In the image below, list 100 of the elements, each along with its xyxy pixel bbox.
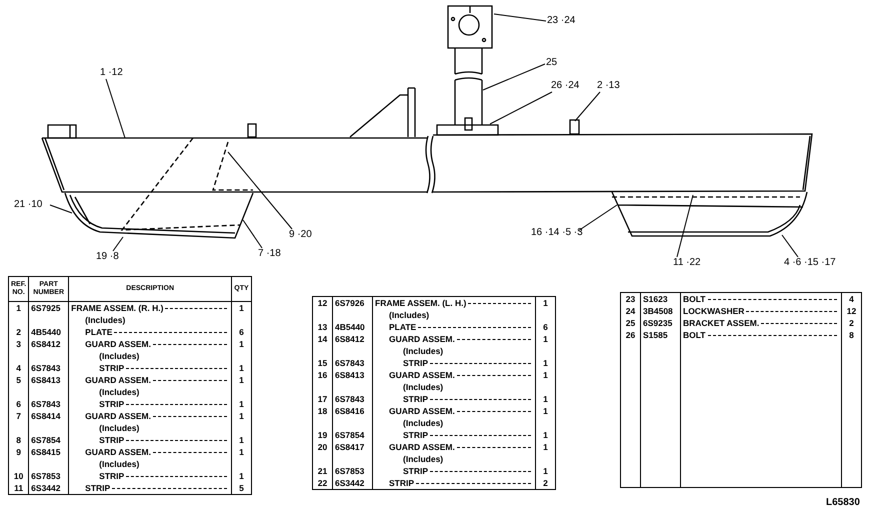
callout-number: 9 ·20 [289,229,312,241]
quantity: 1 [536,429,556,441]
part-number: 6S8413 [332,369,372,381]
part-number: 6S7843 [332,393,372,405]
quantity: 1 [536,296,556,309]
part-number: S1623 [640,292,680,305]
part-description: STRIP [403,465,428,477]
part-description: GUARD ASSEM. [389,369,455,381]
description-note: (Includes) [403,381,444,393]
reference-number: 7 [8,410,29,422]
part-number: 6S8414 [28,410,69,422]
part-number: 6S8413 [28,374,69,386]
quantity: 6 [536,321,556,333]
quantity: 1 [536,333,556,345]
quantity: 1 [536,441,556,453]
reference-number: 10 [8,470,29,482]
part-description: PLATE [389,321,416,333]
part-description: STRIP [403,357,428,369]
part-number: 6S7853 [332,465,372,477]
part-description: STRIP [403,429,428,441]
part-number: 4B5440 [28,326,69,338]
reference-number: 21 [312,465,332,477]
reference-number: 17 [312,393,332,405]
leader-line [578,204,618,232]
part-number: 6S7843 [28,362,69,374]
quantity: 1 [232,446,252,458]
part-description: BOLT [683,293,706,305]
quantity: 1 [232,410,252,422]
part-description: STRIP [99,362,124,374]
reference-number: 14 [312,333,332,345]
reference-number: 16 [312,369,332,381]
callout-number: 2 ·13 [597,80,620,92]
reference-number: 11 [8,482,29,494]
reference-number: 23 [620,292,640,305]
reference-number: 1 [8,302,29,314]
part-number: 6S3442 [28,482,69,494]
reference-number: 22 [312,477,332,490]
reference-number: 13 [312,321,332,333]
description-note: (Includes) [99,350,140,362]
part-number: 6S7853 [28,470,69,482]
quantity: 8 [842,329,862,341]
quantity: 1 [536,465,556,477]
callout-number: 7 ·18 [258,248,281,260]
description-note: (Includes) [99,386,140,398]
reference-number: 20 [312,441,332,453]
quantity: 1 [232,302,252,314]
part-number: 6S8412 [332,333,372,345]
leader-line [676,194,694,258]
quantity: 1 [232,470,252,482]
part-description: STRIP [389,477,414,489]
callout-number: 16 ·14 ·5 ·3 [531,227,583,239]
leader-line [494,14,546,22]
callout-number: 19 ·8 [96,251,119,263]
part-number: 6S7854 [28,434,69,446]
leader-line [574,92,600,122]
part-description: STRIP [99,434,124,446]
part-number: 3B4508 [640,305,680,317]
part-number: 6S9235 [640,317,680,329]
part-number: 6S8416 [332,405,372,417]
part-description: BOLT [683,329,706,341]
reference-number: 5 [8,374,29,386]
callout-number: 23 ·24 [547,15,576,27]
leader-line [782,234,798,258]
description-note: (Includes) [403,453,444,465]
part-description: FRAME ASSEM. (L. H.) [375,297,466,309]
callout-number: 26 ·24 [551,80,580,92]
reference-number: 9 [8,446,29,458]
reference-number: 26 [620,329,640,341]
quantity: 1 [536,405,556,417]
leader-line [50,204,72,214]
description-note: (Includes) [389,309,430,321]
description-note: (Includes) [99,422,140,434]
quantity: 6 [232,326,252,338]
part-description: BRACKET ASSEM. [683,317,760,329]
callout-number: 21 ·10 [14,199,42,211]
part-number: 6S7854 [332,429,372,441]
leader-line [106,78,126,138]
reference-number: 25 [620,317,640,329]
part-number: 6S7926 [332,296,372,309]
reference-number: 2 [8,326,29,338]
leader-line [490,92,552,124]
quantity: 1 [232,398,252,410]
part-description: PLATE [85,326,112,338]
part-number: 6S8412 [28,338,69,350]
leader-line [228,152,292,230]
part-description: STRIP [99,398,124,410]
quantity: 2 [536,477,556,490]
part-description: GUARD ASSEM. [85,446,151,458]
part-description: GUARD ASSEM. [389,333,455,345]
part-description: GUARD ASSEM. [389,441,455,453]
callout-number: 4 ·6 ·15 ·17 [784,257,836,269]
part-description: GUARD ASSEM. [85,410,151,422]
part-number: 6S7925 [28,302,69,314]
quantity: 1 [232,362,252,374]
quantity: 1 [536,393,556,405]
quantity: 12 [842,305,862,317]
part-description: GUARD ASSEM. [85,374,151,386]
description-note: (Includes) [403,345,444,357]
leader-line [242,220,262,248]
reference-number: 12 [312,296,332,309]
